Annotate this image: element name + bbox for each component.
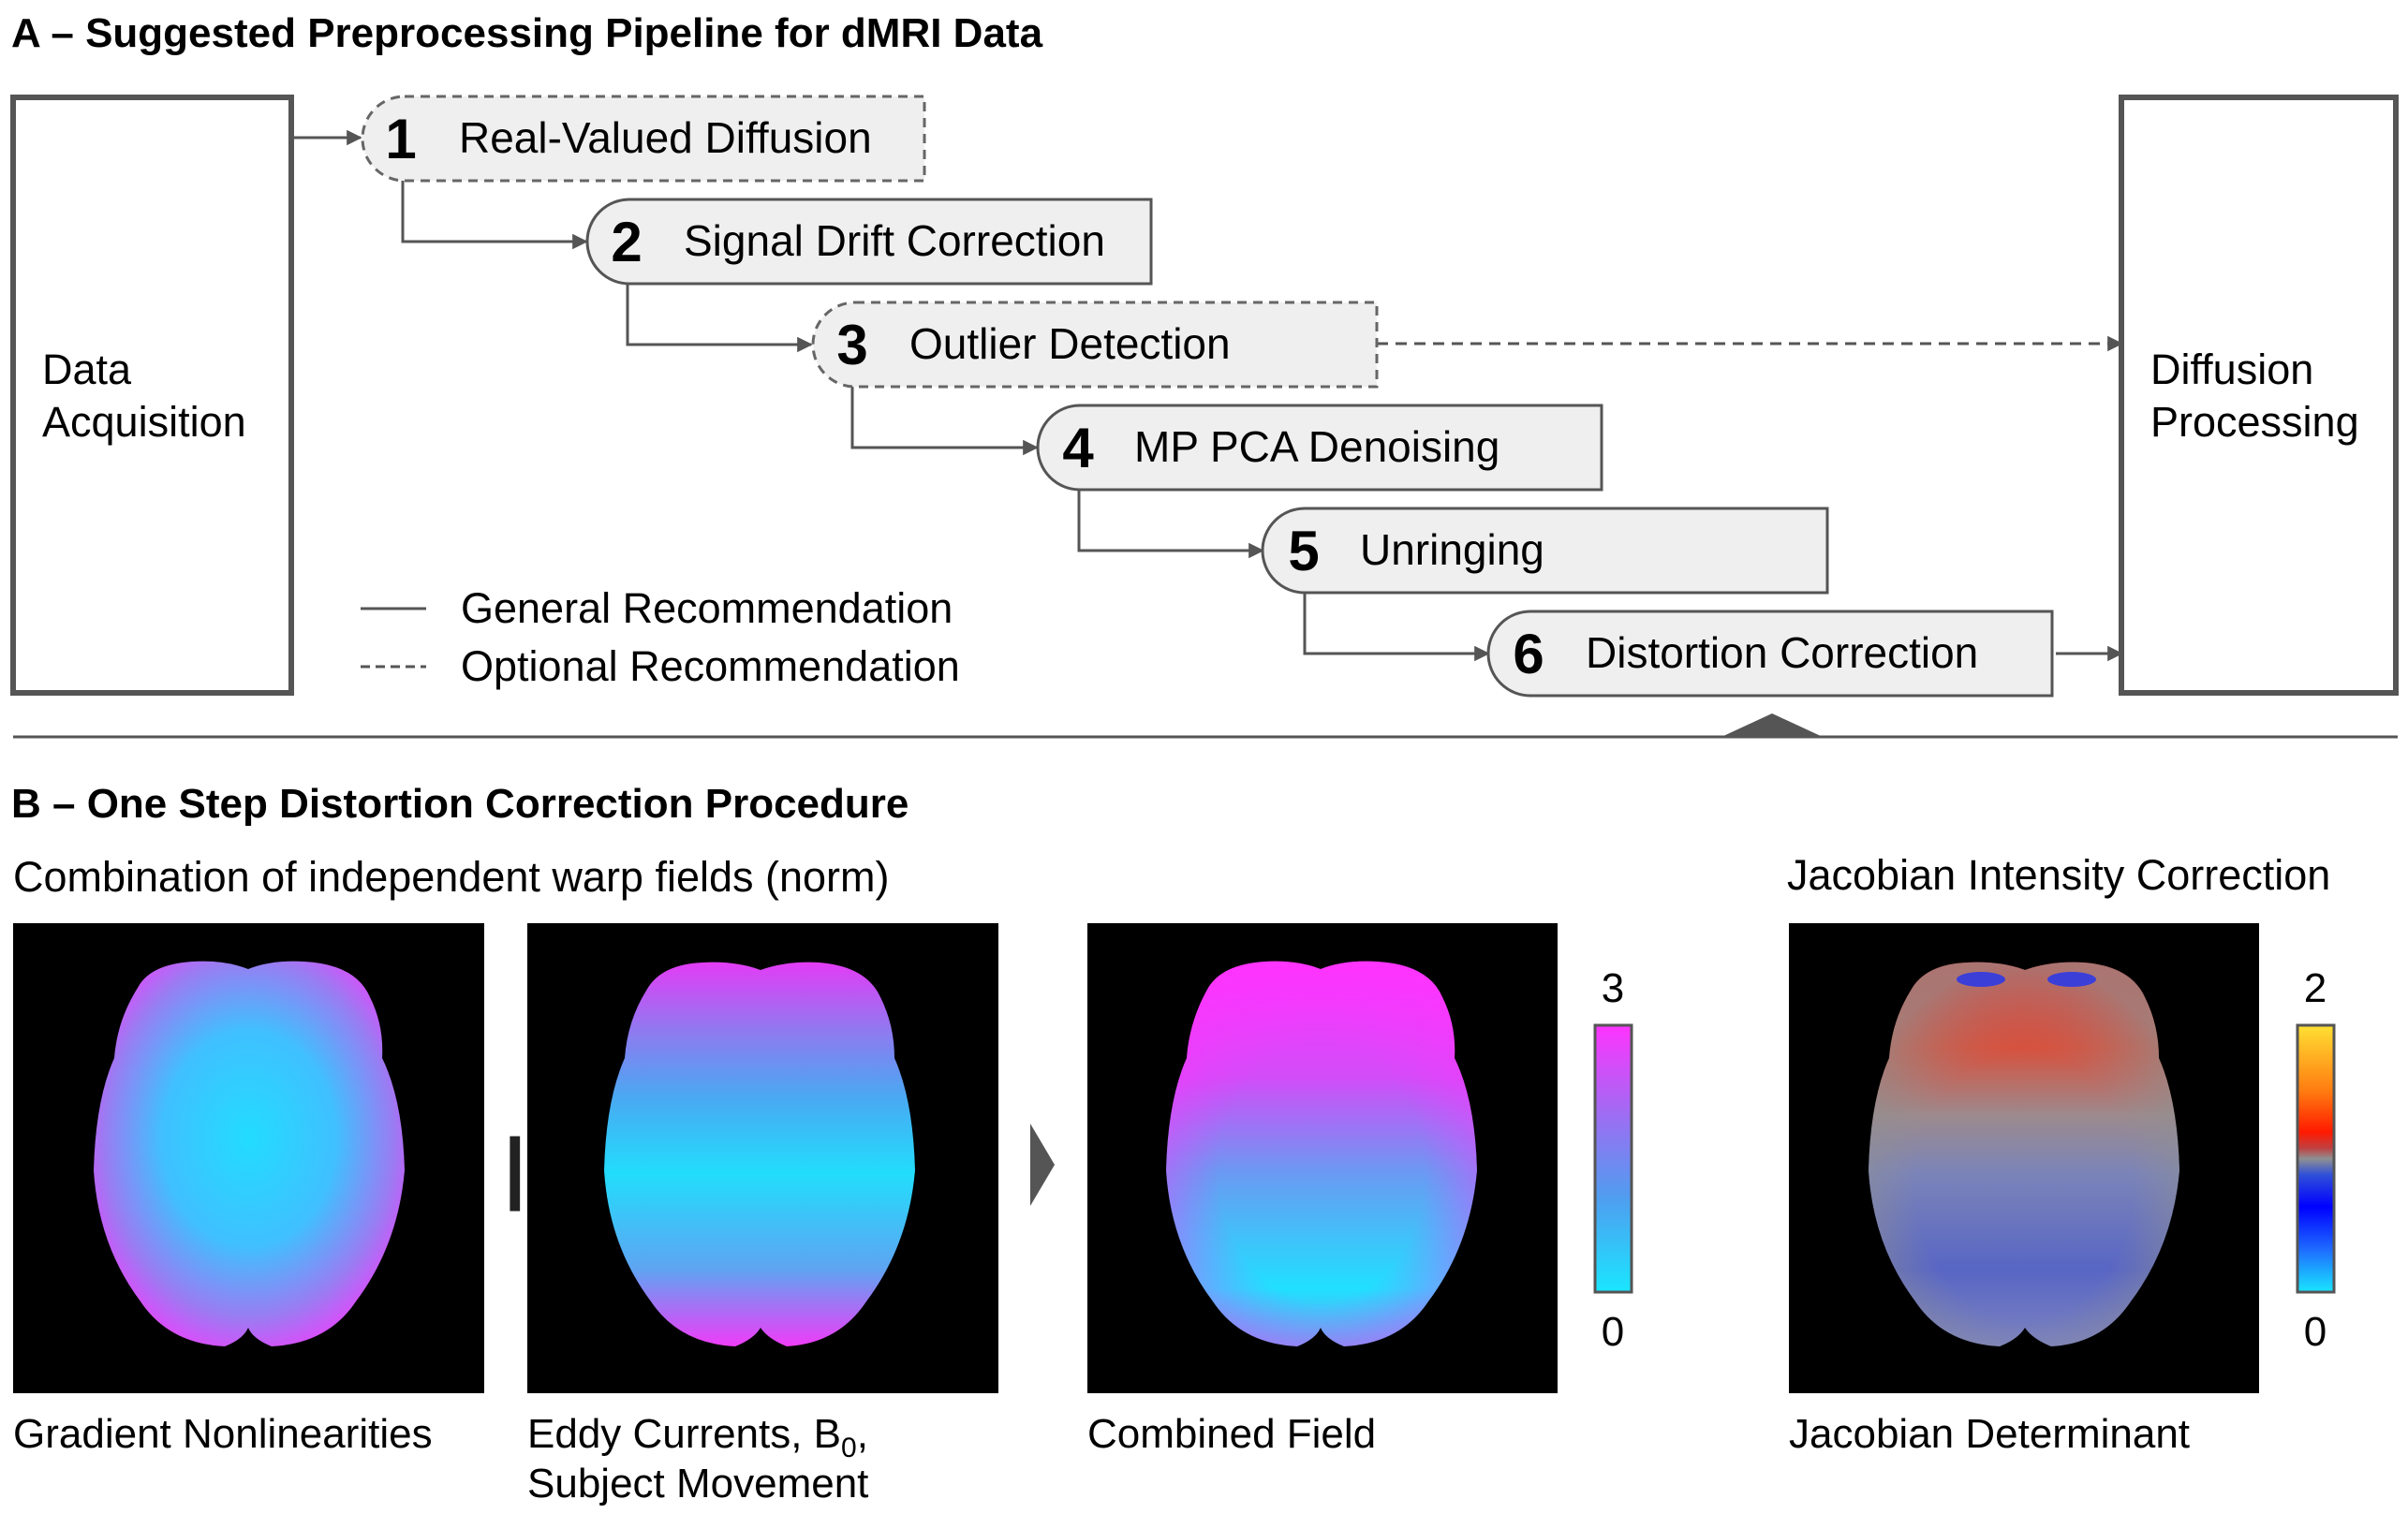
jacobian-colorbar-min: 0 [2304, 1309, 2327, 1355]
legend-solid-label: General Recommendation [461, 584, 953, 632]
jacobian-colorbar: 2 0 [2296, 965, 2336, 1355]
step-4: 4 MP PCA Denoising [1036, 404, 1603, 492]
panel-b-title: B – One Step Distortion Correction Proce… [11, 781, 909, 827]
combined-field-image [1087, 923, 1558, 1393]
eddy-caption-line2: Subject Movement [527, 1461, 868, 1507]
step-6: 6 Distortion Correction [1486, 610, 2054, 698]
legend: General Recommendation Optional Recommen… [361, 584, 960, 690]
step-3-label: Outlier Detection [909, 319, 1231, 368]
step-5-number: 5 [1288, 520, 1319, 582]
warp-colorbar-min: 0 [1602, 1309, 1624, 1355]
step-5-label: Unringing [1360, 525, 1544, 574]
step-5: 5 Unringing [1261, 507, 1829, 595]
eddy-caption-line1: Eddy Currents, B0, [527, 1411, 868, 1463]
panel-a-title: A – Suggested Preprocessing Pipeline for… [11, 10, 1043, 56]
step-3: 3 Outlier Detection [811, 301, 1379, 389]
separator-pointer [1721, 713, 1823, 737]
step-1: 1 Real-Valued Diffusion [361, 95, 926, 183]
step-2-label: Signal Drift Correction [684, 216, 1105, 265]
combine-arrow [1030, 1124, 1055, 1206]
jacobian-determinant-image [1789, 923, 2259, 1393]
step-6-label: Distortion Correction [1586, 628, 1978, 677]
diffusion-processing-line1: Diffusion [2150, 345, 2313, 393]
arrow-step2-to-step3 [626, 284, 813, 353]
step-4-label: MP PCA Denoising [1134, 422, 1499, 471]
step-6-number: 6 [1513, 623, 1544, 685]
jacobian-heading: Jacobian Intensity Correction [1787, 851, 2330, 899]
data-acquisition-box: Data Acquisition [10, 95, 294, 696]
arrow-step4-to-step5 [1077, 490, 1264, 559]
diffusion-processing-box: Diffusion Processing [2119, 95, 2399, 696]
arrow-step3-to-step4 [850, 387, 1039, 456]
step-1-label: Real-Valued Diffusion [459, 113, 872, 162]
warp-colorbar: 3 0 [1593, 965, 1633, 1355]
arrow-step1-to-step2 [401, 181, 588, 250]
gradient-caption: Gradient Nonlinearities [13, 1411, 433, 1457]
warp-colorbar-max: 3 [1602, 965, 1624, 1011]
legend-dashed-label: Optional Recommendation [461, 642, 960, 690]
diffusion-processing-line2: Processing [2150, 398, 2359, 446]
jacobian-caption: Jacobian Determinant [1789, 1411, 2190, 1457]
eddy-currents-image [527, 923, 998, 1393]
step-1-number: 1 [385, 108, 416, 170]
gradient-nonlinearities-image [13, 923, 484, 1393]
combined-caption: Combined Field [1087, 1411, 1376, 1457]
data-acquisition-line1: Data [42, 345, 132, 393]
jacobian-colorbar-max: 2 [2304, 965, 2327, 1011]
step-4-number: 4 [1062, 417, 1094, 479]
pipeline-connectors [291, 129, 2123, 662]
step-2-number: 2 [611, 211, 642, 273]
step-3-number: 3 [836, 314, 867, 376]
arrow-step5-to-step6 [1303, 593, 1490, 662]
step-2: 2 Signal Drift Correction [585, 198, 1153, 286]
warp-fields-heading: Combination of independent warp fields (… [13, 853, 890, 901]
data-acquisition-line2: Acquisition [42, 398, 246, 446]
